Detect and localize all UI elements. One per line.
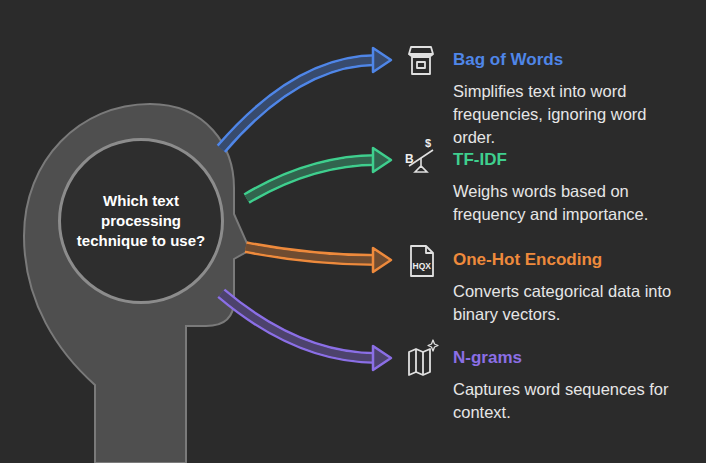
curved-arrow: [247, 148, 391, 199]
technique-description: Weighs words based on frequency and impo…: [453, 180, 693, 226]
technique-description: Simplifies text into word frequencies, i…: [453, 80, 693, 149]
file-icon: [411, 246, 433, 276]
curved-arrow: [221, 48, 391, 149]
curved-arrow: [246, 247, 391, 272]
technique-description: Converts categorical data into binary ve…: [453, 280, 693, 326]
icon-glyph: B: [405, 153, 414, 165]
icon-glyph: $: [425, 138, 431, 149]
head-silhouette: [24, 104, 250, 463]
question-text: Which text processing technique to use?: [75, 191, 207, 251]
technique-title: TF-IDF: [453, 148, 693, 172]
store-icon: [409, 47, 433, 74]
icon-glyph: HQX: [413, 262, 431, 271]
technique-description: Captures word sequences for context.: [453, 378, 693, 424]
question-circle: Which text processing technique to use?: [58, 138, 224, 304]
technique-title: One-Hot Encoding: [453, 248, 693, 272]
curved-arrow: [221, 293, 391, 370]
technique-item: N-gramsCaptures word sequences for conte…: [453, 346, 693, 424]
technique-item: TF-IDF Weighs words based on frequency an…: [453, 148, 693, 226]
technique-title: N-grams: [453, 346, 693, 370]
technique-item: Bag of WordsSimplifies text into word fr…: [453, 48, 693, 149]
technique-item: One-Hot EncodingConverts categorical dat…: [453, 248, 693, 326]
technique-title: Bag of Words: [453, 48, 693, 72]
map-icon: [409, 340, 438, 375]
